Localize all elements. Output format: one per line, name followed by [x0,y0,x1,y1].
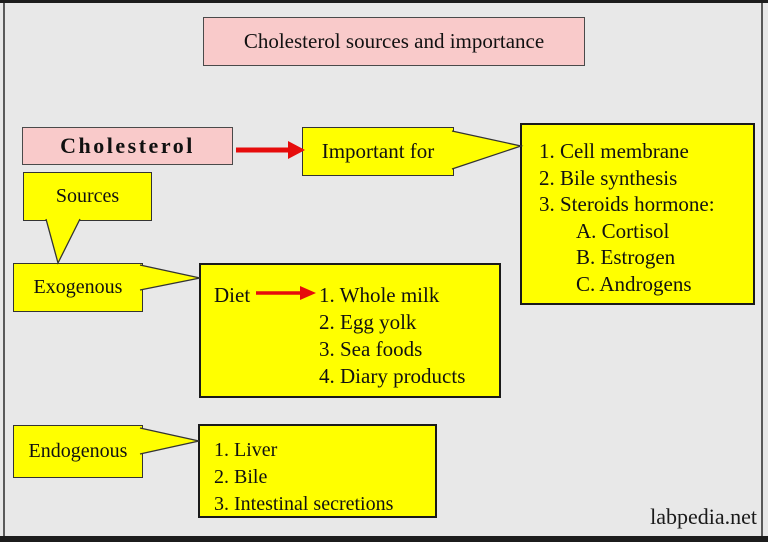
importance-list-box: 1. Cell membrane 2. Bile synthesis 3. St… [520,123,755,305]
diet-list-box: Diet 1. Whole milk 2. Egg yolk 3. Sea fo… [199,263,501,398]
endogenous-item: 2. Bile [214,466,268,488]
endogenous-item: 3. Intestinal secretions [214,493,394,515]
diet-item: 4. Diary products [319,364,466,388]
endogenous-callout: Endogenous [13,425,143,478]
importance-subitem: B. Estrogen [576,245,676,269]
diet-item: 1. Whole milk [319,283,440,307]
important-for-tail-pointer [451,130,524,170]
diet-list: 1. Whole milk 2. Egg yolk 3. Sea foods 4… [319,282,465,390]
diagram-title: Cholesterol sources and importance [203,17,585,66]
endogenous-list-box: 1. Liver 2. Bile 3. Intestinal secretion… [198,424,437,518]
diet-label: Diet [214,283,251,307]
frame-border-bottom [0,536,768,542]
diet-item: 3. Sea foods [319,337,423,361]
frame-border-top [0,0,768,3]
endogenous-tail-pointer [139,427,200,455]
sources-callout: Sources [23,172,152,221]
importance-item: 2. Bile synthesis [539,165,678,190]
cholesterol-node: Cholesterol [22,127,233,165]
important-for-callout: Important for [302,127,454,176]
importance-item: 3. Steroids hormone: [539,192,715,216]
exogenous-tail-pointer [139,264,201,291]
sources-tail-pointer [45,218,81,265]
watermark-text: labpedia.net [650,504,757,529]
exogenous-callout: Exogenous [13,263,143,312]
frame-border-right [761,3,763,536]
importance-item: 1. Cell membrane [539,139,689,163]
importance-subitem: A. Cortisol [576,218,670,243]
frame-border-left [3,3,5,536]
endogenous-item: 1. Liver [214,439,278,461]
cholesterol-to-important-arrow-icon [236,141,305,159]
importance-subitem: C. Androgens [576,271,692,296]
diet-item: 2. Egg yolk [319,310,417,334]
